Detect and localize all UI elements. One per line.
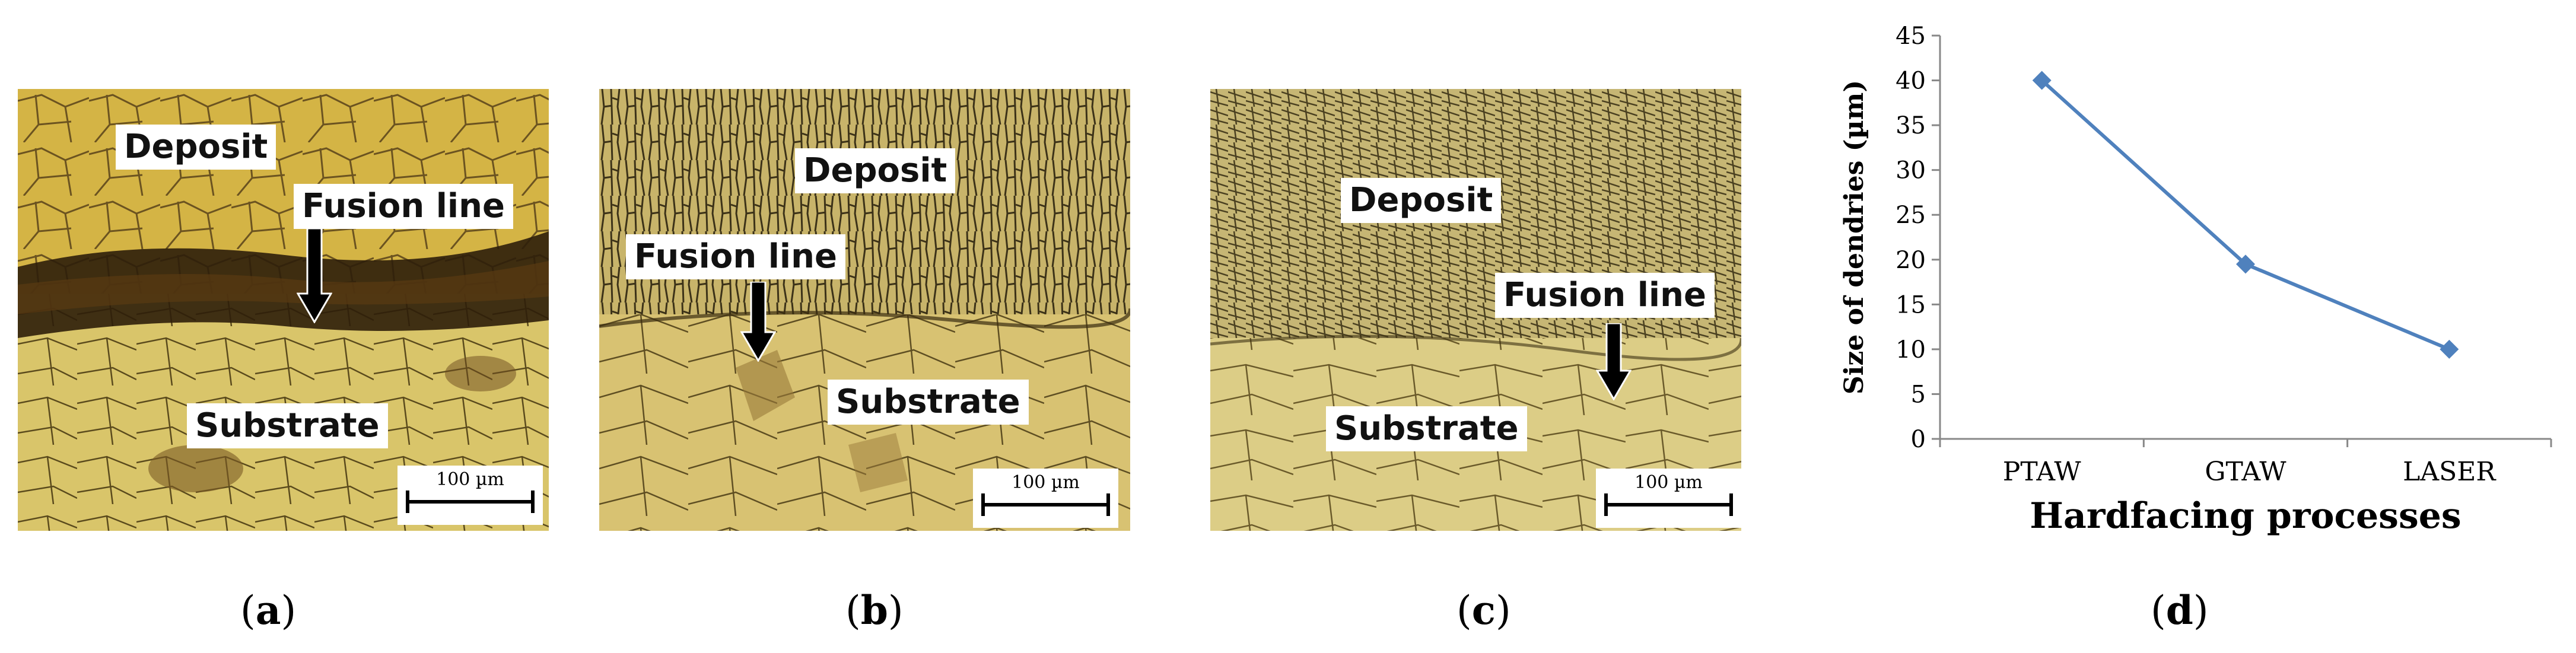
data-point-gtaw bbox=[2236, 254, 2255, 274]
y-tick-label: 45 bbox=[1896, 23, 1926, 50]
scale-bar: 100 µm bbox=[397, 466, 543, 525]
y-tick-label: 35 bbox=[1896, 112, 1926, 139]
down-arrow-icon bbox=[1596, 323, 1632, 400]
substrate-label: Substrate bbox=[828, 380, 1029, 425]
x-axis-title: Hardfacing processes bbox=[2030, 495, 2461, 537]
y-axis-title: Size of dendries (µm) bbox=[1839, 80, 1869, 394]
scale-bar-text: 100 µm bbox=[1012, 472, 1080, 493]
caption-b-letter: b bbox=[860, 587, 888, 633]
y-tick-label: 0 bbox=[1911, 426, 1926, 453]
scale-bar-text: 100 µm bbox=[1634, 472, 1703, 493]
deposit-label: Deposit bbox=[795, 148, 956, 194]
caption-d: (d) bbox=[2151, 587, 2209, 633]
scale-bar-text: 100 µm bbox=[436, 469, 504, 490]
deposit-label: Deposit bbox=[116, 125, 276, 170]
down-arrow-icon bbox=[740, 282, 776, 362]
substrate-label: Substrate bbox=[1326, 406, 1527, 452]
caption-d-letter: d bbox=[2165, 587, 2193, 633]
fusion-line-label: Fusion line bbox=[294, 184, 513, 230]
micrograph-image-b bbox=[599, 89, 1130, 531]
down-arrow-icon bbox=[297, 228, 332, 323]
y-tick-label: 20 bbox=[1896, 247, 1926, 274]
micrograph-panel-a: Deposit Fusion line Substrate 100 µm bbox=[18, 89, 549, 531]
micrograph-panel-b: Deposit Fusion line Substrate 100 µm bbox=[599, 89, 1130, 531]
deposit-label: Deposit bbox=[1341, 178, 1502, 224]
series-line bbox=[2040, 79, 2450, 351]
scale-bar: 100 µm bbox=[973, 469, 1118, 528]
x-tick-label: GTAW bbox=[2205, 457, 2286, 487]
substrate-label: Substrate bbox=[187, 403, 388, 449]
y-tick-label: 5 bbox=[1911, 381, 1926, 408]
data-point-ptaw bbox=[2032, 71, 2052, 90]
caption-c-letter: c bbox=[1471, 587, 1496, 633]
micrograph-panel-c: Deposit Fusion line Substrate 100 µm bbox=[1210, 89, 1741, 531]
caption-a-letter: a bbox=[255, 587, 281, 633]
caption-a: (a) bbox=[240, 587, 297, 633]
micrograph-image-c bbox=[1210, 89, 1741, 531]
y-tick-label: 40 bbox=[1896, 68, 1926, 95]
fusion-line-label: Fusion line bbox=[1495, 273, 1715, 318]
caption-c: (c) bbox=[1456, 587, 1511, 633]
y-tick-label: 10 bbox=[1896, 336, 1926, 364]
fusion-line-label: Fusion line bbox=[626, 234, 845, 280]
x-tick-label: LASER bbox=[2403, 457, 2497, 487]
y-tick-label: 25 bbox=[1896, 202, 1926, 229]
y-tick-label: 15 bbox=[1896, 291, 1926, 318]
scale-bar: 100 µm bbox=[1596, 469, 1741, 528]
caption-b: (b) bbox=[845, 587, 904, 633]
data-point-laser bbox=[2440, 339, 2459, 359]
x-tick-label: PTAW bbox=[2003, 457, 2082, 487]
y-tick-label: 30 bbox=[1896, 157, 1926, 184]
micrograph-image-a bbox=[18, 89, 549, 531]
